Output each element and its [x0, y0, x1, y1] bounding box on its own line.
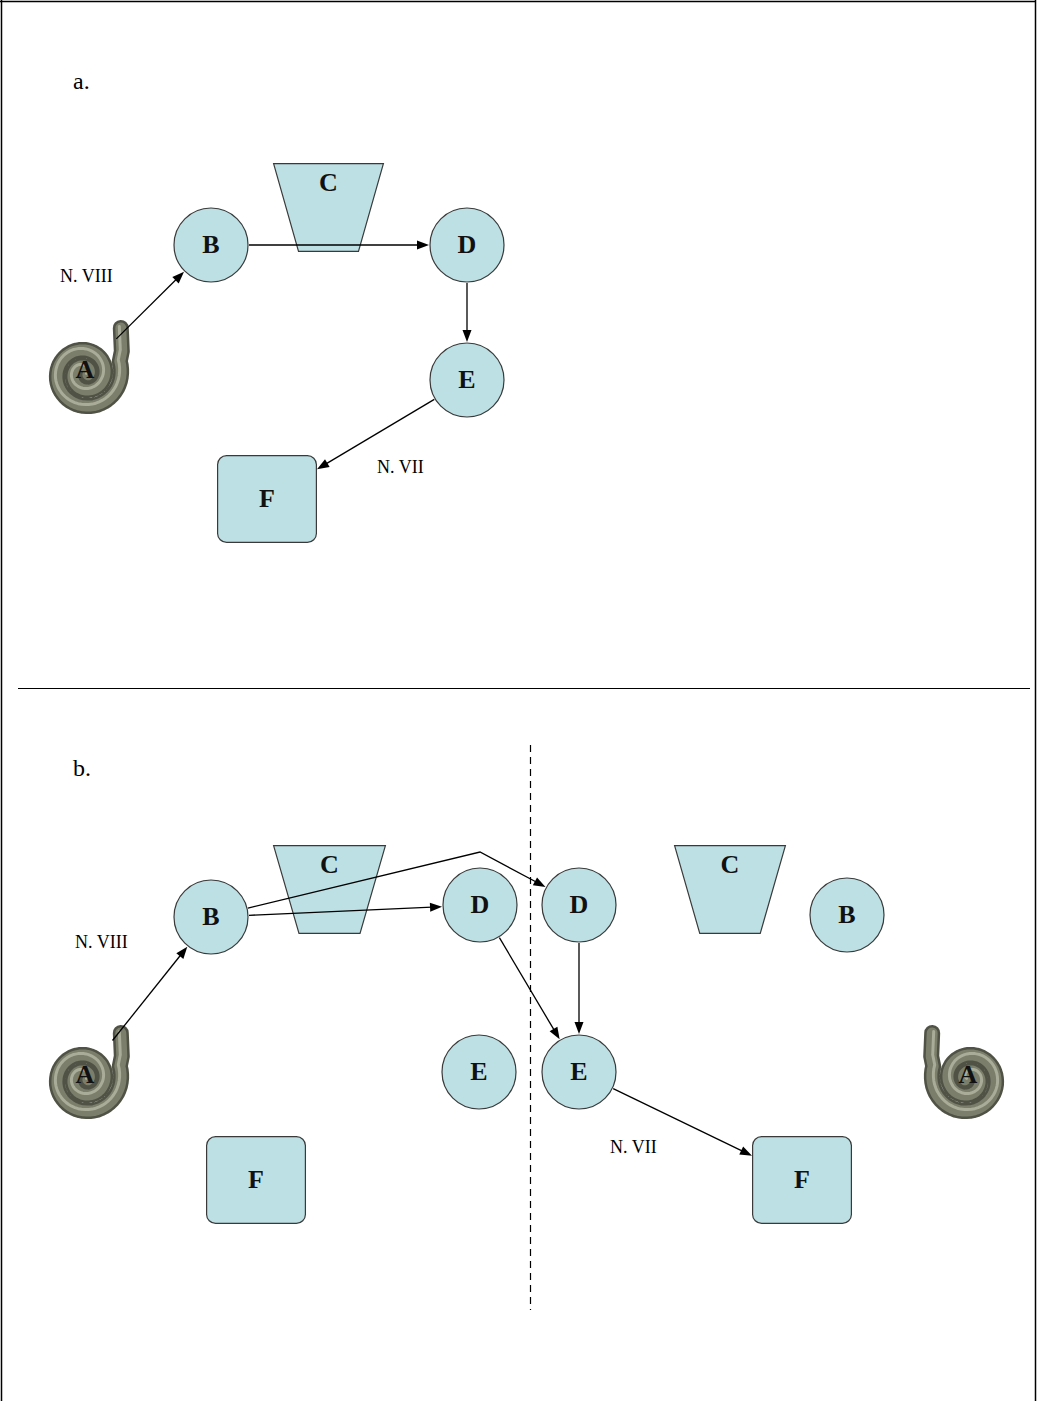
node-letter: E	[570, 1059, 587, 1085]
node-letter: A	[959, 1062, 978, 1088]
nerve-connector	[575, 943, 584, 1034]
nerve-label: N. VII	[608, 1137, 659, 1158]
node-letter: F	[794, 1167, 810, 1193]
panel-divider	[18, 688, 1030, 689]
muscle-box: F	[217, 455, 317, 543]
node-letter: A	[76, 357, 95, 383]
node-letter: F	[248, 1167, 264, 1193]
node-letter: F	[259, 486, 275, 512]
nerve-connector	[499, 938, 559, 1040]
nerve-label: N. VIII	[73, 932, 130, 953]
nucleus-circle: B	[173, 207, 249, 283]
nucleus-circle: E	[441, 1034, 517, 1110]
node-letter: C	[319, 170, 338, 196]
nucleus-circle: E	[541, 1034, 617, 1110]
cochlea-spiral: A	[920, 1027, 1016, 1123]
nerve-connector	[116, 272, 184, 339]
nucleus-circle: D	[442, 867, 518, 943]
panel-label: b.	[73, 755, 91, 781]
muscle-box: F	[752, 1136, 852, 1224]
nerve-connector	[249, 241, 429, 250]
nucleus-trapezoid: C	[674, 845, 786, 934]
nerve-connector	[463, 283, 472, 342]
nerve-connector	[113, 947, 188, 1041]
nucleus-circle: B	[809, 877, 885, 953]
nerve-label: N. VII	[375, 457, 426, 478]
frame-line	[1, 0, 3, 1401]
node-letter: B	[202, 904, 219, 930]
node-letter: D	[458, 232, 477, 258]
node-letter: D	[471, 892, 490, 918]
node-letter: C	[721, 852, 740, 878]
midline-dashed	[530, 745, 531, 1310]
muscle-box: F	[206, 1136, 306, 1224]
cochlea-spiral: A	[37, 322, 133, 418]
cochlea-spiral: A	[37, 1027, 133, 1123]
node-letter: C	[320, 852, 339, 878]
nerve-connector	[249, 903, 442, 916]
panel-label: a.	[73, 68, 90, 94]
node-letter: D	[570, 892, 589, 918]
nucleus-circle: D	[429, 207, 505, 283]
node-letter: B	[202, 232, 219, 258]
nucleus-circle: B	[173, 879, 249, 955]
nerve-connector	[248, 852, 546, 908]
nucleus-circle: D	[541, 867, 617, 943]
frame-line	[0, 1, 1036, 3]
nerve-label: N. VIII	[58, 266, 115, 287]
nucleus-trapezoid: C	[273, 845, 386, 934]
frame-line	[1035, 0, 1037, 1401]
node-letter: E	[470, 1059, 487, 1085]
node-letter: A	[76, 1062, 95, 1088]
nucleus-circle: E	[429, 342, 505, 418]
node-letter: B	[838, 902, 855, 928]
nucleus-trapezoid: C	[273, 163, 384, 252]
node-letter: E	[458, 367, 475, 393]
